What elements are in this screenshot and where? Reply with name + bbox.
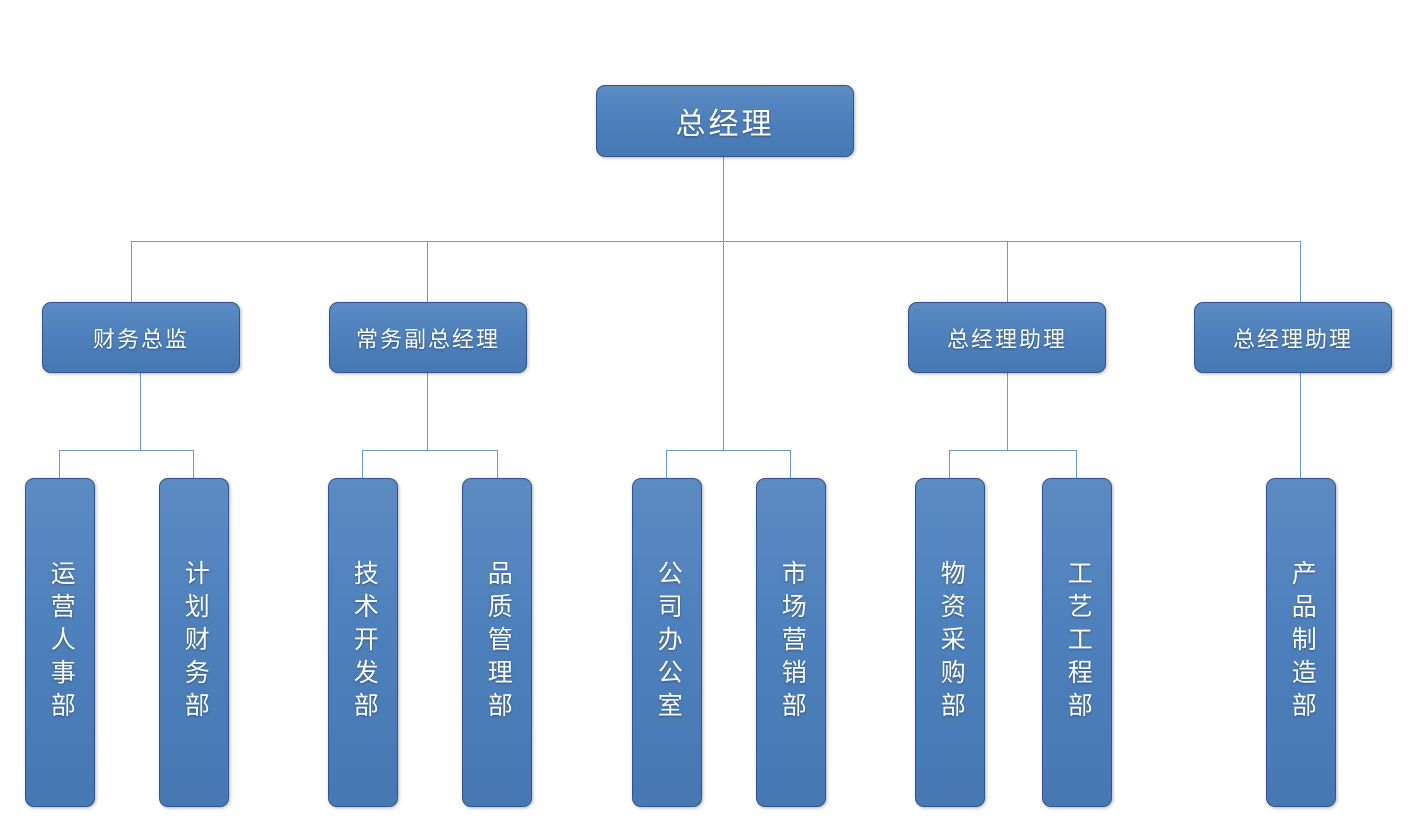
node-label: 市场营销部	[778, 560, 806, 725]
connector-cfo-child-1	[59, 450, 60, 479]
connector-gma1-child-1	[949, 450, 950, 479]
connector-cfo-child-2	[193, 450, 194, 479]
connector-gm-direct-child-1	[666, 450, 667, 479]
node-label: 常务副总经理	[355, 326, 500, 352]
node-dept-materials-procurement[interactable]: 物资采购部	[915, 478, 985, 807]
connector-cfo-bracket	[59, 450, 194, 451]
node-label: 计划财务部	[181, 560, 209, 725]
node-label: 技术开发部	[350, 560, 378, 725]
node-label: 总经理	[675, 108, 775, 141]
node-label: 工艺工程部	[1064, 560, 1092, 725]
connector-drop-gma2	[1300, 241, 1301, 303]
connector-drop-evpgm	[427, 241, 428, 303]
node-label: 总经理助理	[1232, 326, 1353, 352]
node-dept-marketing[interactable]: 市场营销部	[756, 478, 826, 807]
node-label: 财务总监	[92, 326, 189, 352]
connector-cfo-stem	[140, 373, 141, 451]
connector-gm-direct-child-2	[790, 450, 791, 479]
node-dept-company-office[interactable]: 公司办公室	[632, 478, 702, 807]
node-executive-deputy-gm[interactable]: 常务副总经理	[329, 302, 527, 373]
connector-evpgm-child-1	[362, 450, 363, 479]
node-label: 公司办公室	[654, 560, 682, 725]
connector-level2-bus	[131, 241, 1301, 242]
node-dept-planning-finance[interactable]: 计划财务部	[159, 478, 229, 807]
node-label: 品质管理部	[484, 560, 512, 725]
connector-gma2-stem	[1300, 373, 1301, 479]
node-dept-quality-management[interactable]: 品质管理部	[462, 478, 532, 807]
node-cfo[interactable]: 财务总监	[42, 302, 240, 373]
connector-evpgm-stem	[427, 373, 428, 451]
node-dept-operations-hr[interactable]: 运营人事部	[25, 478, 95, 807]
connector-evpgm-bracket	[362, 450, 497, 451]
connector-root-stem	[723, 157, 724, 451]
node-label: 运营人事部	[47, 560, 75, 725]
node-label: 物资采购部	[937, 560, 965, 725]
connector-gm-direct-bracket	[666, 450, 791, 451]
node-general-manager[interactable]: 总经理	[596, 85, 854, 157]
node-gm-assistant-2[interactable]: 总经理助理	[1194, 302, 1392, 373]
connector-gma1-stem	[1007, 373, 1008, 451]
connector-gma1-child-2	[1076, 450, 1077, 479]
node-dept-technology-development[interactable]: 技术开发部	[328, 478, 398, 807]
connector-gma1-bracket	[949, 450, 1076, 451]
node-label: 总经理助理	[946, 326, 1067, 352]
node-dept-process-engineering[interactable]: 工艺工程部	[1042, 478, 1112, 807]
connector-drop-cfo	[131, 241, 132, 303]
node-dept-product-manufacturing[interactable]: 产品制造部	[1266, 478, 1336, 807]
connector-evpgm-child-2	[497, 450, 498, 479]
node-label: 产品制造部	[1288, 560, 1316, 725]
node-gm-assistant-1[interactable]: 总经理助理	[908, 302, 1106, 373]
connector-drop-gma1	[1007, 241, 1008, 303]
